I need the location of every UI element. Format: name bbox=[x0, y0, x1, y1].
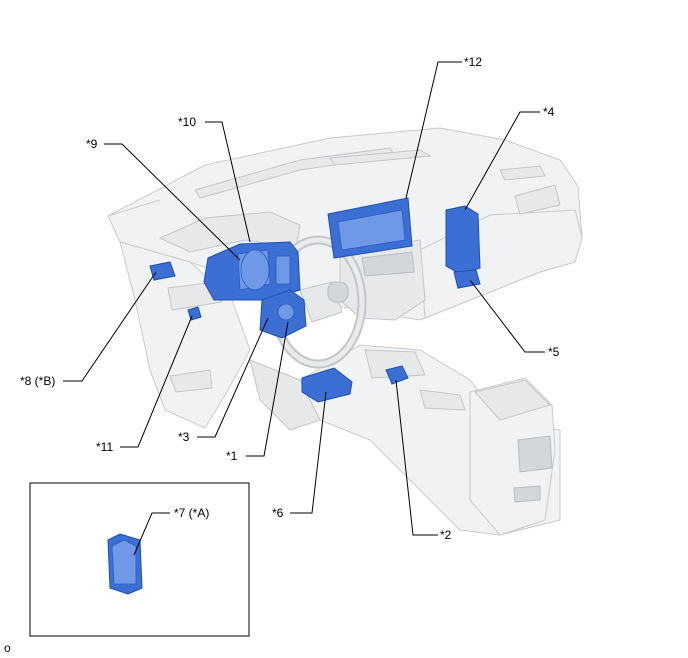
callout-3: *3 bbox=[178, 430, 190, 444]
callout-5: *5 bbox=[548, 345, 560, 359]
leader-7 bbox=[133, 512, 170, 556]
part-console-ecu bbox=[301, 367, 353, 403]
part-left-module bbox=[149, 261, 176, 281]
callout-9: *9 bbox=[86, 137, 98, 151]
leader-4 bbox=[464, 111, 540, 211]
leader-10 bbox=[205, 121, 251, 243]
component-parts bbox=[149, 197, 481, 403]
leader-3 bbox=[197, 317, 269, 438]
callout-11: *11 bbox=[96, 440, 113, 454]
callout-7: *7 (*A) bbox=[174, 506, 209, 520]
part-shift-module bbox=[385, 365, 409, 385]
leader-2 bbox=[395, 379, 438, 536]
inset-box bbox=[29, 482, 250, 637]
callout-2: *2 bbox=[440, 528, 452, 542]
part-right-ecu bbox=[445, 205, 481, 275]
callout-4: *4 bbox=[543, 105, 555, 119]
part-small-switch bbox=[187, 306, 202, 321]
leader-1 bbox=[246, 321, 289, 457]
callout-10: *10 bbox=[178, 115, 196, 129]
leader-11 bbox=[120, 315, 193, 448]
callout-12: *12 bbox=[464, 55, 482, 69]
callout-labels: *12 *10 *9 *4 *5 *8 (*B) *11 *3 *1 *6 *2… bbox=[4, 55, 560, 655]
part-steering-sensor bbox=[259, 289, 307, 339]
leader-lines bbox=[63, 61, 545, 556]
corner-mark: o bbox=[4, 641, 11, 655]
callout-8: *8 (*B) bbox=[20, 374, 55, 388]
part-right-connector bbox=[453, 269, 481, 289]
leader-5 bbox=[469, 279, 545, 353]
callout-6: *6 bbox=[272, 506, 284, 520]
leader-12 bbox=[405, 61, 462, 199]
part-multi-display bbox=[327, 197, 413, 259]
leader-8 bbox=[63, 271, 157, 382]
part-combination-meter bbox=[203, 241, 301, 301]
leader-6 bbox=[290, 391, 327, 514]
callout-1: *1 bbox=[226, 449, 238, 463]
steering-wheel bbox=[269, 235, 367, 369]
leader-9 bbox=[104, 143, 241, 261]
dashboard-illustration bbox=[107, 127, 583, 536]
